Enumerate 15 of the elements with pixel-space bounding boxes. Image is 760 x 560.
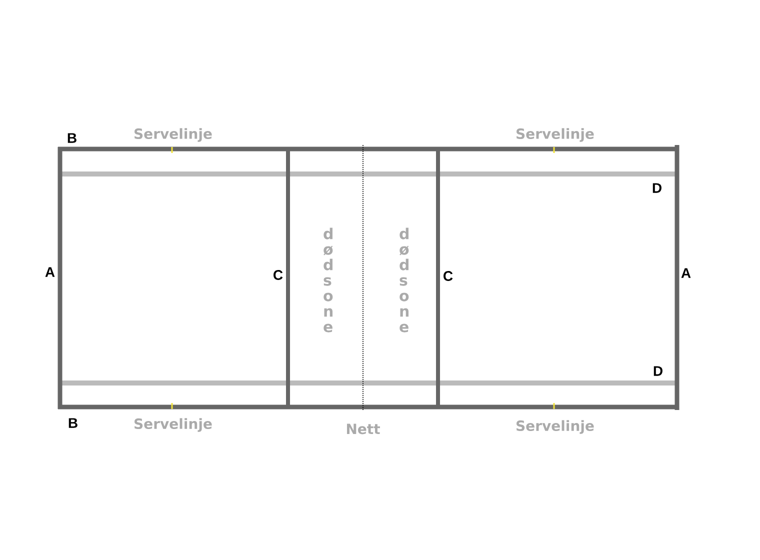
line-label: Servelinje (134, 128, 212, 142)
zone-label: dødsone (324, 228, 333, 332)
line-letter: C (274, 270, 283, 280)
net-label: Nett (347, 424, 380, 434)
line-letter: D (652, 183, 662, 193)
line-letter: B (68, 133, 76, 143)
line-letter: D (654, 366, 662, 376)
line-letter: C (444, 271, 453, 281)
line-label: Servelinje (134, 418, 212, 432)
line-letter: B (68, 418, 78, 428)
line-letter: A (681, 268, 691, 278)
zone-label: dødsone (400, 228, 409, 332)
line-label: Servelinje (516, 128, 594, 142)
line-label: Servelinje (516, 420, 594, 434)
line-letter: A (45, 267, 55, 277)
